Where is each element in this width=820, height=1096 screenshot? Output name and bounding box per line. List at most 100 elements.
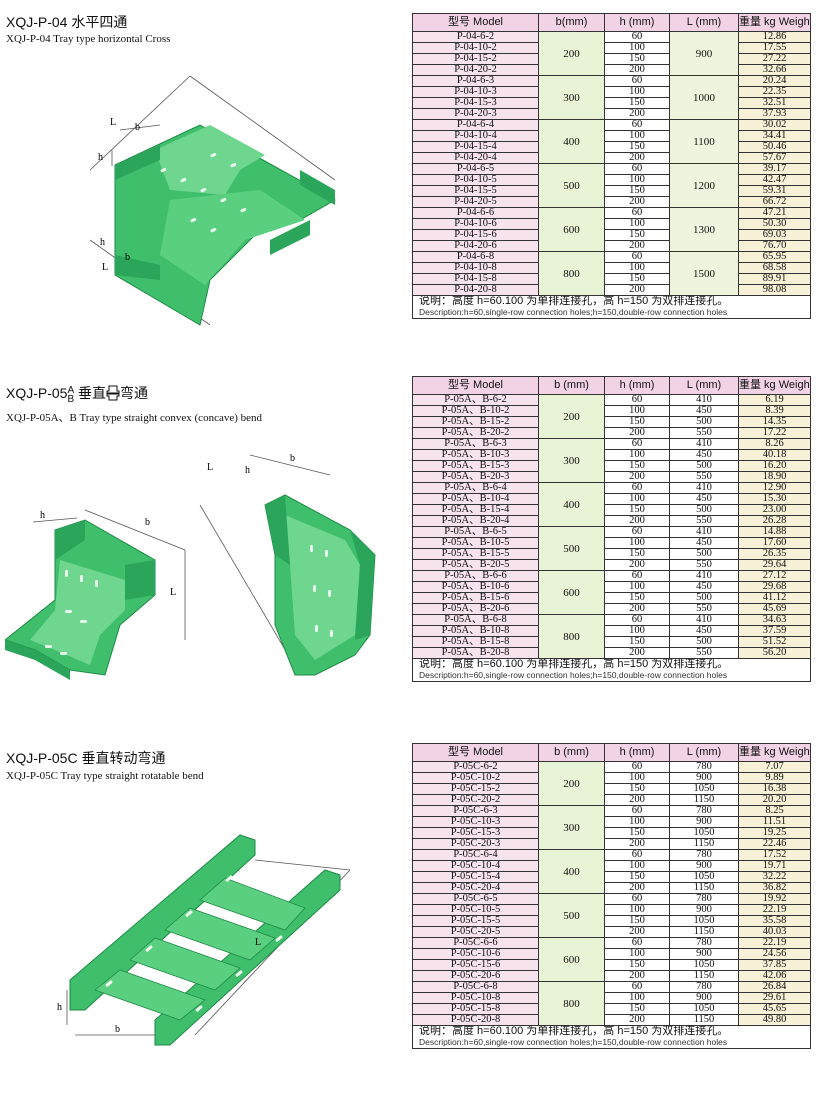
weight-cell: 7.07: [738, 761, 811, 773]
weight-cell: 23.00: [738, 504, 811, 516]
length-L-cell: 1050: [669, 783, 739, 795]
model-cell: P-05C-20-3: [412, 838, 539, 850]
dim-b-label-5: b: [115, 1024, 120, 1035]
length-L-cell: 900: [669, 992, 739, 1004]
length-L-cell: 900: [669, 772, 739, 784]
weight-cell: 69.03: [738, 229, 811, 241]
weight-cell: 20.20: [738, 794, 811, 806]
height-h-cell: 100: [604, 449, 670, 461]
table-note: 说明：高度 h=60.100 为单排连接孔，高 h=150 为双排连接孔。 De…: [412, 1025, 811, 1049]
length-L-cell: 410: [669, 394, 739, 406]
model-cell: P-05A、B-15-6: [412, 592, 539, 604]
model-cell: P-05C-10-8: [412, 992, 539, 1004]
height-h-cell: 100: [604, 948, 670, 960]
height-h-cell: 100: [604, 493, 670, 505]
model-cell: P-05A、B-10-6: [412, 581, 539, 593]
weight-cell: 50.30: [738, 218, 811, 230]
height-h-cell: 150: [604, 53, 670, 65]
note-cn: 说明：高度 h=60.100 为单排连接孔，高 h=150 为双排连接孔。: [419, 658, 729, 670]
col-header-model: 型号 Model: [412, 13, 539, 32]
note-en: Description:h=60,single-row connection h…: [419, 1037, 728, 1047]
length-L-cell: 410: [669, 570, 739, 582]
height-h-cell: 60: [604, 937, 670, 949]
weight-cell: 40.03: [738, 926, 811, 938]
length-L-cell: 900: [669, 904, 739, 916]
height-h-cell: 100: [604, 42, 670, 54]
height-h-cell: 100: [604, 904, 670, 916]
length-L-cell: 900: [669, 860, 739, 872]
weight-cell: 47.21: [738, 207, 811, 219]
weight-cell: 36.82: [738, 882, 811, 894]
weight-cell: 32.51: [738, 97, 811, 109]
weight-cell: 32.66: [738, 64, 811, 76]
height-h-cell: 60: [604, 75, 670, 87]
height-h-cell: 150: [604, 229, 670, 241]
model-cell: P-05A、B-20-2: [412, 427, 539, 439]
width-b-cell: 300: [538, 805, 605, 850]
convex-concave-symbol-icon: [106, 385, 120, 401]
model-cell: P-05A、B-10-2: [412, 405, 539, 417]
section-3-title: XQJ-P-05C 垂直转动弯通: [6, 750, 166, 766]
width-b-cell: 400: [538, 482, 605, 527]
dim-L-label-4: L: [207, 462, 213, 473]
section-2-subtitle: XQJ-P-05A、B Tray type straight convex (c…: [6, 412, 263, 424]
height-h-cell: 150: [604, 141, 670, 153]
length-L-cell: 450: [669, 625, 739, 637]
col-header-L: L (mm): [669, 13, 739, 32]
model-cell: P-05A、B-6-6: [412, 570, 539, 582]
model-cell: P-04-6-4: [412, 119, 539, 131]
weight-cell: 20.24: [738, 75, 811, 87]
section-3-subtitle: XQJ-P-05C Tray type straight rotatable b…: [6, 770, 204, 782]
length-L-cell: 410: [669, 614, 739, 626]
length-L-cell: 1150: [669, 926, 739, 938]
model-cell: P-05A、B-15-4: [412, 504, 539, 516]
model-cell: P-04-15-6: [412, 229, 539, 241]
height-h-cell: 60: [604, 981, 670, 993]
length-L-cell: 780: [669, 761, 739, 773]
length-L-cell: 410: [669, 438, 739, 450]
model-cell: P-05C-15-6: [412, 959, 539, 971]
model-cell: P-05A、B-6-8: [412, 614, 539, 626]
length-L-cell: 450: [669, 405, 739, 417]
spec-table-horizontal-cross: 型号 Model b(mm) h (mm) L (mm) 重量 kg Weigh…: [412, 13, 811, 319]
model-cell: P-05C-10-4: [412, 860, 539, 872]
weight-cell: 15.30: [738, 493, 811, 505]
weight-cell: 37.59: [738, 625, 811, 637]
weight-cell: 12.90: [738, 482, 811, 494]
model-cell: P-04-15-2: [412, 53, 539, 65]
weight-cell: 35.58: [738, 915, 811, 927]
col-header-model: 型号 Model: [412, 376, 539, 395]
weight-cell: 26.35: [738, 548, 811, 560]
length-L-cell: 550: [669, 559, 739, 571]
weight-cell: 76.70: [738, 240, 811, 252]
height-h-cell: 150: [604, 636, 670, 648]
height-h-cell: 200: [604, 970, 670, 982]
model-cell: P-04-20-4: [412, 152, 539, 164]
dim-h-label-4: h: [245, 465, 250, 476]
dim-b-label: b: [135, 122, 140, 133]
model-cell: P-05C-6-6: [412, 937, 539, 949]
height-h-cell: 100: [604, 772, 670, 784]
height-h-cell: 200: [604, 196, 670, 208]
model-cell: P-04-15-3: [412, 97, 539, 109]
height-h-cell: 60: [604, 526, 670, 538]
length-L-cell: 550: [669, 647, 739, 659]
